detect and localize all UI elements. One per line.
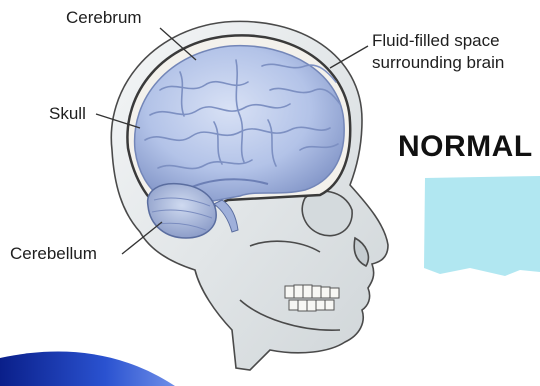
fluid-space-label-line1: Fluid-filled space xyxy=(372,30,504,52)
cerebellum-label: Cerebellum xyxy=(10,244,97,264)
fluid-highlight-box xyxy=(424,176,540,276)
fluid-space-label-line2: surrounding brain xyxy=(372,52,504,74)
skull-label: Skull xyxy=(49,104,86,124)
condition-title: NORMAL xyxy=(398,130,533,164)
teeth xyxy=(285,285,339,311)
fluid-space-label: Fluid-filled space surrounding brain xyxy=(372,30,504,74)
decorative-swoosh xyxy=(0,351,175,386)
cerebrum-label: Cerebrum xyxy=(66,8,142,28)
